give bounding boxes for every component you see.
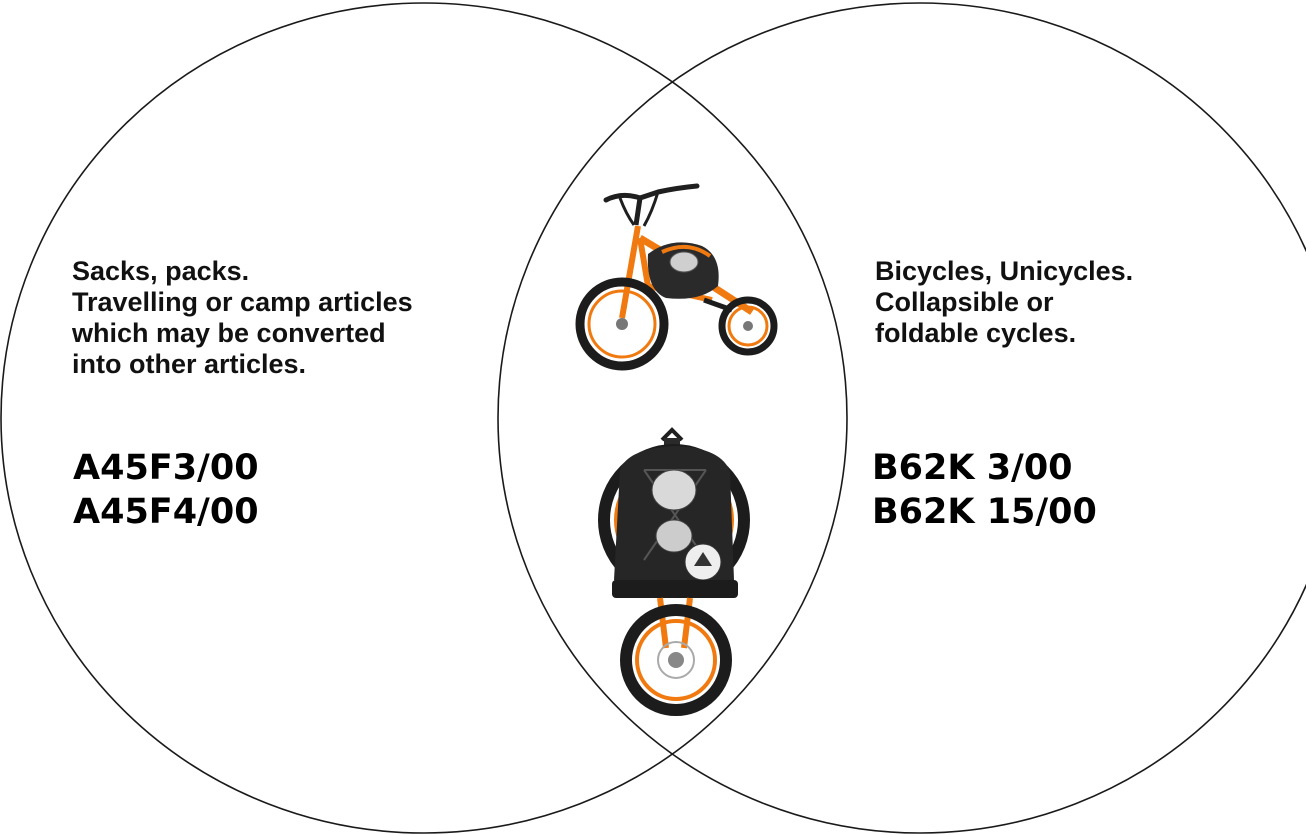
right-classification-code: B62K 3/00: [872, 448, 1073, 488]
left-description-line: Travelling or camp articles: [72, 287, 413, 317]
right-description-line: foldable cycles.: [875, 318, 1077, 348]
right-set-codes: B62K 3/00 B62K 15/00: [872, 446, 1097, 534]
right-set-description: Bicycles, Unicycles. Collapsible or fold…: [875, 256, 1133, 349]
bicycle-with-backpack-image: [575, 183, 778, 371]
left-description-line: into other articles.: [72, 349, 307, 379]
right-description-line: Bicycles, Unicycles.: [875, 256, 1134, 286]
left-set-description: Sacks, packs. Travelling or camp article…: [72, 256, 413, 380]
left-set-codes: A45F3/00 A45F4/00: [73, 446, 259, 534]
right-set-circle: [497, 2, 1306, 834]
left-set-circle: [0, 2, 848, 834]
right-description-line: Collapsible or: [875, 287, 1054, 317]
folded-bicycle-backpack-image: [598, 427, 750, 716]
left-classification-code: A45F3/00: [73, 448, 259, 488]
right-classification-code: B62K 15/00: [872, 492, 1097, 532]
left-classification-code: A45F4/00: [73, 492, 259, 532]
left-description-line: Sacks, packs.: [72, 256, 250, 286]
left-description-line: which may be converted: [72, 318, 386, 348]
